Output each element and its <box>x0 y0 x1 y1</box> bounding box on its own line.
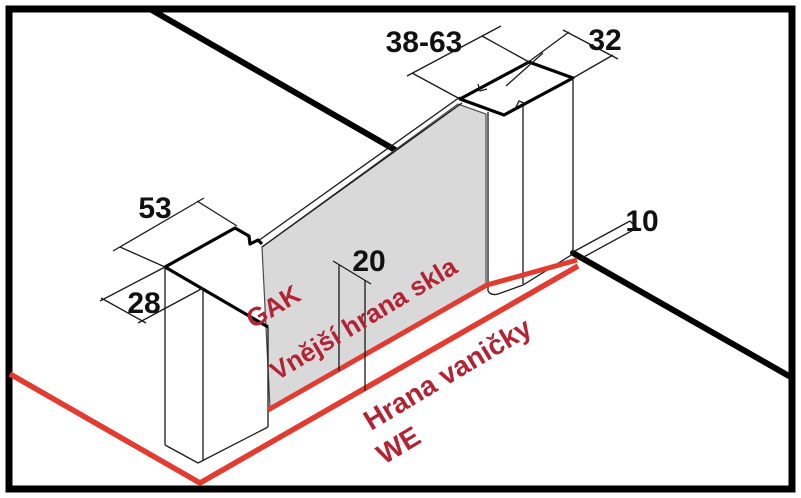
dim-28-line <box>100 297 147 324</box>
wall-edge-line-lower <box>570 250 792 379</box>
dim-53-ext-left <box>119 246 166 268</box>
glass-top-edge-front-line <box>261 102 463 248</box>
dimension-10: 10 <box>572 205 659 260</box>
dimension-label-28: 28 <box>127 287 160 320</box>
dimension-label-20: 20 <box>352 245 385 278</box>
dim-3863-ext-right <box>481 35 530 63</box>
dim-32-ext-left <box>522 31 570 67</box>
dimension-38-63: 38-63 <box>386 25 530 100</box>
tray-edge-red-line <box>8 263 580 487</box>
glass-panel <box>261 103 487 410</box>
left-profile-bottom-edge <box>164 426 269 464</box>
bracket-top-notch <box>477 83 488 92</box>
dim-10-line-lower <box>579 227 638 260</box>
left-wall-profile <box>164 226 269 464</box>
dim-10-connector <box>629 220 638 229</box>
wall-edge-line-upper <box>147 6 400 154</box>
dim-32-ext-right <box>572 54 614 79</box>
dimension-20: 20 <box>332 245 386 391</box>
dim-28-ext-right <box>137 287 204 324</box>
dim-10-line-upper <box>572 220 631 253</box>
left-profile-top-face-back-edge <box>164 226 264 269</box>
bracket-bottom-notch <box>514 100 527 110</box>
bracket-extension-line <box>505 52 544 87</box>
dimension-label-10: 10 <box>625 205 658 238</box>
dim-28-ext-left <box>99 266 166 302</box>
right-profile-bottom-edge <box>487 253 574 296</box>
dim-53-line <box>112 197 205 252</box>
glass-outer-edge-red-line <box>266 257 578 413</box>
dimension-28: 28 <box>99 266 204 324</box>
dimension-label-32: 32 <box>588 24 621 57</box>
dimension-label-53: 53 <box>138 192 171 225</box>
dim-20-line <box>332 260 372 285</box>
top-wall-profile-bracket <box>458 52 575 117</box>
diagram-frame-border <box>5 5 796 493</box>
dim-32-line <box>562 29 619 60</box>
dim-3863-ext-left <box>411 72 461 100</box>
right-wall-profile-column <box>487 80 574 296</box>
glass-top-edge-back-line <box>257 96 461 242</box>
dim-3863-line <box>406 25 502 77</box>
dimension-32: 32 <box>522 24 622 79</box>
dim-53-ext-right <box>196 200 238 227</box>
dimension-53: 53 <box>112 192 238 268</box>
dimension-label-38-63: 38-63 <box>386 26 463 59</box>
left-profile-top-face-front-edge <box>164 265 269 329</box>
